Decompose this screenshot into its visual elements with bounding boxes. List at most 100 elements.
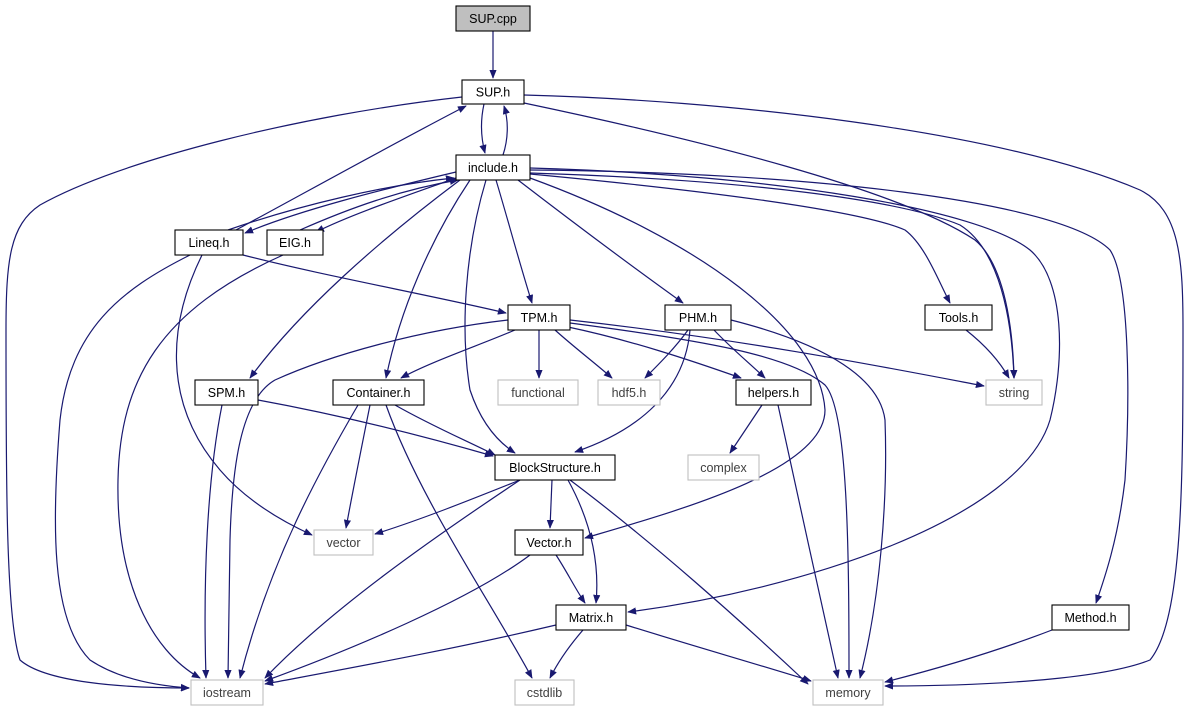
node-label: TPM.h xyxy=(521,311,558,325)
node-label: cstdlib xyxy=(527,686,562,700)
node-label: functional xyxy=(511,386,565,400)
edge-layer xyxy=(5,31,1184,692)
node-label: string xyxy=(999,386,1030,400)
node-label: iostream xyxy=(203,686,251,700)
node-label: SPM.h xyxy=(208,386,246,400)
node-sup-cpp[interactable]: SUP.cpp xyxy=(455,5,531,32)
node-box xyxy=(190,679,264,706)
edge-lineq-h-to-tpm-h xyxy=(242,254,507,315)
node-box xyxy=(1051,604,1130,631)
edge-phm-h-to-helpers-h xyxy=(713,329,766,379)
edge-sup-h-to-string xyxy=(523,102,1018,379)
edge-blockstructure-h-to-vector-h xyxy=(546,479,554,529)
edge-include-h-to-string xyxy=(529,172,1018,379)
edge-container-h-to-iostream xyxy=(238,404,359,679)
edge-tpm-h-to-hdf5-h xyxy=(554,329,613,379)
edge-lineq-h-to-iostream xyxy=(54,254,191,692)
edge-vector-h-to-iostream xyxy=(264,554,531,682)
node-include-h[interactable]: include.h xyxy=(455,154,531,181)
edge-eig-h-to-include-h xyxy=(299,177,459,231)
node-matrix-h[interactable]: Matrix.h xyxy=(555,604,627,631)
node-string: string xyxy=(985,379,1043,406)
edge-tpm-h-to-memory xyxy=(569,322,853,679)
node-helpers-h[interactable]: helpers.h xyxy=(735,379,812,406)
edge-blockstructure-h-to-vector xyxy=(374,479,521,536)
node-label: include.h xyxy=(468,161,518,175)
node-label: helpers.h xyxy=(748,386,799,400)
node-label: Method.h xyxy=(1064,611,1116,625)
node-complex: complex xyxy=(687,454,760,481)
node-cstdlib: cstdlib xyxy=(514,679,575,706)
node-label: EIG.h xyxy=(279,236,311,250)
edge-spm-h-to-blockstructure-h xyxy=(257,399,494,458)
node-box xyxy=(313,529,374,556)
edge-tools-h-to-string xyxy=(965,329,1010,379)
node-box xyxy=(194,379,259,406)
node-box xyxy=(985,379,1043,406)
edge-matrix-h-to-memory xyxy=(625,624,812,683)
node-label: hdf5.h xyxy=(612,386,647,400)
node-vector: vector xyxy=(313,529,374,556)
edge-blockstructure-h-to-iostream xyxy=(264,479,521,679)
edge-eig-h-to-iostream xyxy=(117,254,284,679)
edge-include-h-to-eig-h xyxy=(315,177,457,233)
edge-include-h-to-matrix-h xyxy=(529,167,1061,615)
node-box xyxy=(461,79,525,105)
edge-sup-h-to-include-h xyxy=(479,103,487,154)
node-vector-h[interactable]: Vector.h xyxy=(514,529,584,556)
edge-tpm-h-to-string xyxy=(569,319,985,389)
node-label: Tools.h xyxy=(939,311,979,325)
node-memory: memory xyxy=(812,679,884,706)
node-box xyxy=(812,679,884,706)
node-label: vector xyxy=(326,536,360,550)
edge-include-h-to-sup-h xyxy=(502,105,510,156)
node-spm-h[interactable]: SPM.h xyxy=(194,379,259,406)
node-box xyxy=(174,229,244,256)
node-phm-h[interactable]: PHM.h xyxy=(664,304,732,331)
node-label: Container.h xyxy=(347,386,411,400)
node-box xyxy=(687,454,760,481)
node-label: Matrix.h xyxy=(569,611,614,625)
node-container-h[interactable]: Container.h xyxy=(332,379,425,406)
node-label: complex xyxy=(700,461,747,475)
node-lineq-h[interactable]: Lineq.h xyxy=(174,229,244,256)
node-method-h[interactable]: Method.h xyxy=(1051,604,1130,631)
node-label: SUP.h xyxy=(476,86,511,100)
node-box xyxy=(455,5,531,32)
edge-include-h-to-vector-h xyxy=(529,177,826,540)
edge-include-h-to-spm-h xyxy=(249,179,461,379)
node-hdf5-h: hdf5.h xyxy=(597,379,661,406)
node-label: memory xyxy=(825,686,871,700)
edge-sup-h-to-iostream xyxy=(5,96,463,692)
node-label: Vector.h xyxy=(526,536,571,550)
edge-matrix-h-to-iostream xyxy=(264,624,557,687)
edge-spm-h-to-iostream xyxy=(202,404,223,679)
edge-tpm-h-to-container-h xyxy=(400,329,516,379)
node-eig-h[interactable]: EIG.h xyxy=(266,229,324,256)
edge-phm-h-to-hdf5-h xyxy=(644,329,689,379)
node-box xyxy=(497,379,579,406)
node-tools-h[interactable]: Tools.h xyxy=(924,304,993,331)
node-label: BlockStructure.h xyxy=(509,461,601,475)
edge-method-h-to-memory xyxy=(884,629,1053,684)
edge-container-h-to-cstdlib xyxy=(385,404,533,679)
node-box xyxy=(664,304,732,331)
node-functional: functional xyxy=(497,379,579,406)
node-sup-h[interactable]: SUP.h xyxy=(461,79,525,105)
node-label: SUP.cpp xyxy=(469,12,517,26)
edge-include-h-to-tpm-h xyxy=(495,179,533,304)
edge-include-h-to-container-h xyxy=(384,179,471,379)
node-iostream: iostream xyxy=(190,679,264,706)
edge-phm-h-to-memory xyxy=(730,319,887,679)
node-box xyxy=(514,529,584,556)
node-label: Lineq.h xyxy=(188,236,229,250)
node-label: PHM.h xyxy=(679,311,717,325)
node-tpm-h[interactable]: TPM.h xyxy=(507,304,571,331)
edge-lineq-h-to-vector xyxy=(175,254,313,536)
edge-sup-h-to-memory xyxy=(523,94,1184,690)
node-blockstructure-h[interactable]: BlockStructure.h xyxy=(494,454,616,481)
edge-lineq-h-to-sup-h xyxy=(235,105,467,231)
node-box xyxy=(507,304,571,331)
